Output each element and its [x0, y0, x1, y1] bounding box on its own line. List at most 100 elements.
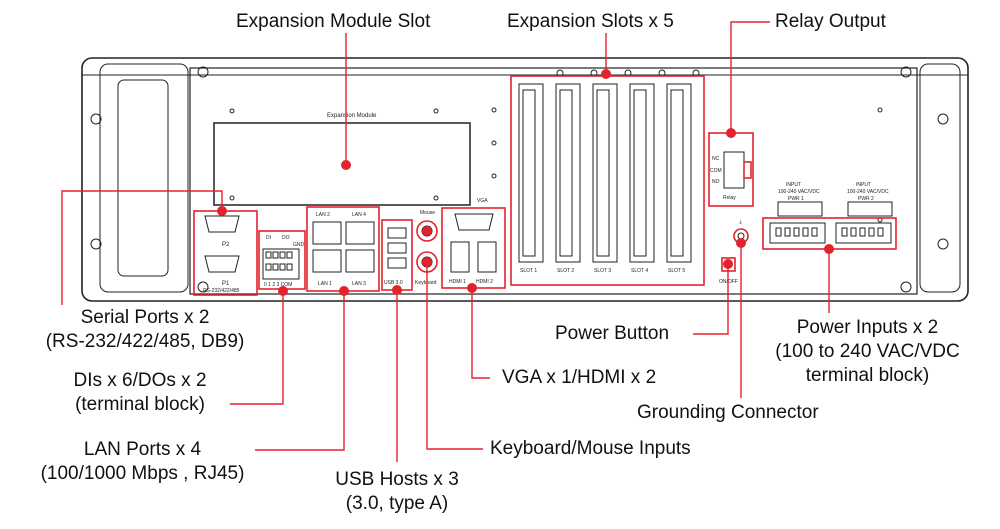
lan4-label: LAN 4 — [352, 212, 366, 218]
gnd-label: GND — [293, 242, 305, 248]
do-label: DO — [282, 235, 290, 241]
rj45-port-lan1 — [312, 249, 342, 273]
ground-symbol-label: ⏚ — [738, 219, 743, 226]
screw-icon — [197, 66, 209, 78]
label-power-button: Power Button — [555, 323, 670, 344]
rj45-port-lan2 — [312, 221, 342, 245]
expansion-slots-group: SLOT 1 SLOT 2 SLOT 3 SLOT 4 SLOT 5 — [518, 83, 692, 274]
chassis-outline — [81, 57, 969, 302]
screw-icon — [937, 238, 949, 250]
label-lan-ports: LAN Ports x 4 (100/1000 Mbps , RJ45) — [30, 438, 255, 486]
expansion-slot-label: SLOT 5 — [668, 268, 685, 274]
label-dis-dos-line1: DIs x 6/DOs x 2 — [73, 370, 207, 391]
pwr2-label: PWR 2 — [858, 196, 874, 202]
pwr1-input-label: INPUT — [786, 182, 801, 188]
serial-standard-label: RS-232/422/485 — [203, 288, 240, 294]
expansion-slot-label: SLOT 1 — [520, 268, 537, 274]
power-terminal-block-1 — [769, 222, 826, 244]
keyboard-label: Keyboard — [415, 280, 437, 286]
expansion-slot-label: SLOT 3 — [594, 268, 611, 274]
expansion-slot-bracket — [670, 89, 684, 257]
expansion-slot-5 — [666, 83, 692, 263]
label-usb-hosts-line1: USB Hosts x 3 — [335, 469, 459, 490]
leader-dot — [726, 128, 736, 138]
p1-label: P1 — [222, 281, 230, 287]
leader-dot — [467, 283, 477, 293]
relay-caption: Relay — [723, 195, 736, 201]
rj45-port-lan3 — [345, 249, 375, 273]
expansion-slot-2 — [555, 83, 581, 263]
expansion-slots-box — [510, 75, 705, 286]
label-dis-dos-line2: (terminal block) — [75, 394, 205, 415]
leader-dot — [736, 238, 746, 248]
dio-terminal-block — [262, 248, 300, 280]
screw-icon — [900, 281, 912, 293]
relay-nc-label: NC — [712, 156, 720, 162]
pwr2-input-label: INPUT — [856, 182, 871, 188]
left-rack-ear — [99, 63, 189, 293]
leader-dot — [824, 244, 834, 254]
lan1-label: LAN 1 — [318, 281, 332, 287]
lan2-label: LAN 2 — [316, 212, 330, 218]
expansion-slot-label: SLOT 2 — [557, 268, 574, 274]
vga-caption: VGA — [477, 198, 488, 204]
expansion-slot-bracket — [596, 89, 610, 257]
label-usb-hosts: USB Hosts x 3 (3.0, type A) — [312, 468, 482, 516]
relay-terminal-block — [723, 151, 745, 189]
expansion-slot-bracket — [522, 89, 536, 257]
label-vga-hdmi: VGA x 1/HDMI x 2 — [502, 367, 657, 388]
label-serial-ports: Serial Ports x 2 (RS-232/422/485, DB9) — [10, 306, 280, 354]
leader-dot — [341, 160, 351, 170]
hdmi-port-2 — [477, 241, 497, 273]
label-lan-ports-line2: (100/1000 Mbps , RJ45) — [40, 463, 245, 484]
relay-com-label: COM — [710, 168, 722, 174]
screw-icon — [90, 238, 102, 250]
chassis-inner — [189, 67, 918, 295]
usb-label: USB 3.0 — [384, 280, 403, 286]
screw-icon — [90, 113, 102, 125]
label-usb-hosts-line2: (3.0, type A) — [345, 493, 449, 514]
do-numbers: 0 1 2 3 COM — [264, 282, 292, 288]
leader-dot — [723, 259, 733, 269]
lan3-label: LAN 3 — [352, 281, 366, 287]
p2-label: P2 — [222, 242, 230, 248]
db9-port-p1 — [204, 255, 240, 273]
expansion-slot-bracket — [633, 89, 647, 257]
label-keyboard-mouse: Keyboard/Mouse Inputs — [490, 438, 691, 459]
pwr2-rating-label: 100-240 VAC/VDC — [847, 189, 889, 195]
mouse-label: Mouse — [420, 210, 435, 216]
rj45-port-lan4 — [345, 221, 375, 245]
pwr1-label: PWR 1 — [788, 196, 804, 202]
label-power-inputs-line1: Power Inputs x 2 — [796, 317, 939, 338]
screw-icon — [900, 66, 912, 78]
screw-icon — [937, 113, 949, 125]
expansion-slot-4 — [629, 83, 655, 263]
lan-ports-box — [306, 206, 380, 292]
expansion-module-slot — [213, 122, 471, 206]
pwr1-rating-label: 100-240 VAC/VDC — [778, 189, 820, 195]
label-relay-output: Relay Output — [775, 11, 886, 32]
usb-port-icon — [387, 257, 407, 269]
label-power-inputs: Power Inputs x 2 (100 to 240 VAC/VDC ter… — [745, 316, 990, 388]
label-serial-ports-line2: (RS-232/422/485, DB9) — [45, 331, 245, 352]
vga-port — [454, 213, 494, 231]
di-label: DI — [266, 235, 271, 241]
expansion-slot-label: SLOT 4 — [631, 268, 648, 274]
label-serial-ports-line1: Serial Ports x 2 — [80, 307, 210, 328]
expansion-slot-1 — [518, 83, 544, 263]
ps2-mouse-port — [416, 220, 438, 242]
expansion-slot-bracket — [559, 89, 573, 257]
label-power-inputs-line3: terminal block) — [805, 365, 930, 386]
right-rack-ear — [919, 63, 961, 293]
label-expansion-slots: Expansion Slots x 5 — [507, 11, 674, 32]
hdmi1-label: HDMI 1 — [449, 279, 466, 285]
hdmi2-label: HDMI 2 — [476, 279, 493, 285]
label-lan-ports-line1: LAN Ports x 4 — [83, 439, 202, 460]
expansion-module-caption: Expansion Module — [327, 113, 377, 119]
label-dis-dos: DIs x 6/DOs x 2 (terminal block) — [50, 369, 230, 417]
screw-icon — [197, 281, 209, 293]
leader-dot — [422, 226, 432, 236]
db9-port-p2 — [204, 215, 240, 233]
